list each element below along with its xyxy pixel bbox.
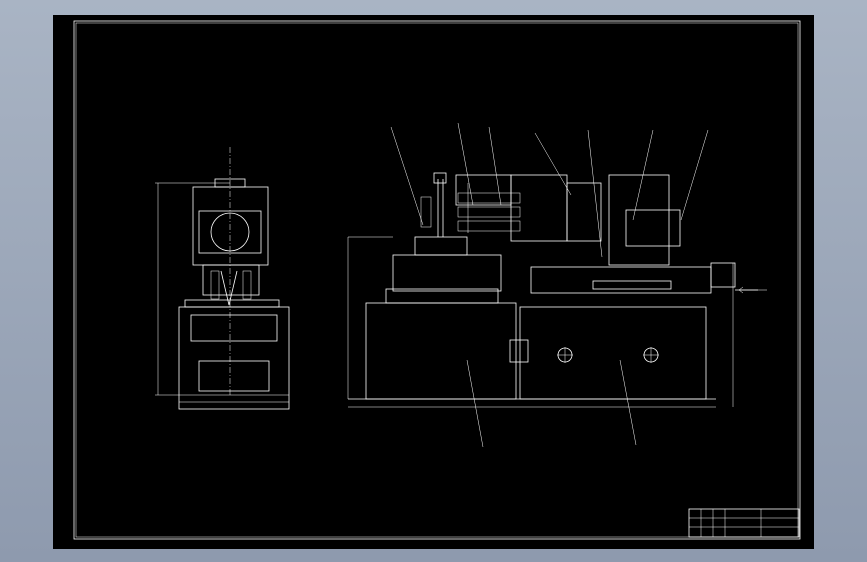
side-clamp-jaw <box>220 270 238 306</box>
holder-bracket <box>420 196 432 228</box>
rod-top-nut <box>433 172 447 184</box>
side-platform <box>184 299 280 308</box>
leader-4 <box>534 132 572 196</box>
outer-frame <box>73 20 801 540</box>
upper-box-3 <box>566 182 602 242</box>
probe-row-2 <box>457 206 521 218</box>
leader-8 <box>466 359 484 448</box>
leader-7 <box>680 129 709 221</box>
pipe-connector <box>509 339 529 363</box>
side-slide-block <box>190 314 278 342</box>
leaders <box>390 122 709 448</box>
leader-1 <box>390 126 424 226</box>
upper-box-1 <box>455 174 512 206</box>
leader-9 <box>619 359 637 446</box>
side-spindle-circle <box>210 212 250 252</box>
motor-end <box>710 262 736 288</box>
right-tank <box>519 306 707 400</box>
side-cap <box>214 178 246 188</box>
side-right-jaw <box>242 270 252 300</box>
leader-3 <box>488 126 502 206</box>
title-block-frame <box>688 508 800 538</box>
inner-frame <box>75 22 799 538</box>
leader-6 <box>632 129 654 221</box>
side-lower-window <box>198 360 270 392</box>
probe-row-3 <box>457 220 521 232</box>
side-left-jaw <box>210 270 220 300</box>
workhead-cap <box>414 236 468 256</box>
side-base <box>178 306 290 410</box>
upper-box-4 <box>608 174 670 266</box>
title-block <box>688 508 800 538</box>
side-column <box>202 264 260 296</box>
side-bearing-block <box>198 210 262 254</box>
workhead-body <box>392 254 502 292</box>
probe-assembly <box>457 183 521 233</box>
front-view <box>347 172 767 408</box>
side-view <box>155 147 290 410</box>
left-tank-top <box>385 288 499 304</box>
leader-2 <box>457 122 474 206</box>
drive-housing <box>625 209 681 247</box>
probe-row-1 <box>457 192 521 204</box>
slide-screw <box>592 280 672 290</box>
arrow-head <box>738 286 744 294</box>
drawing-sheet <box>53 15 814 549</box>
leader-5 <box>587 129 603 258</box>
left-tank <box>365 302 517 400</box>
drawing-canvas <box>73 20 801 540</box>
